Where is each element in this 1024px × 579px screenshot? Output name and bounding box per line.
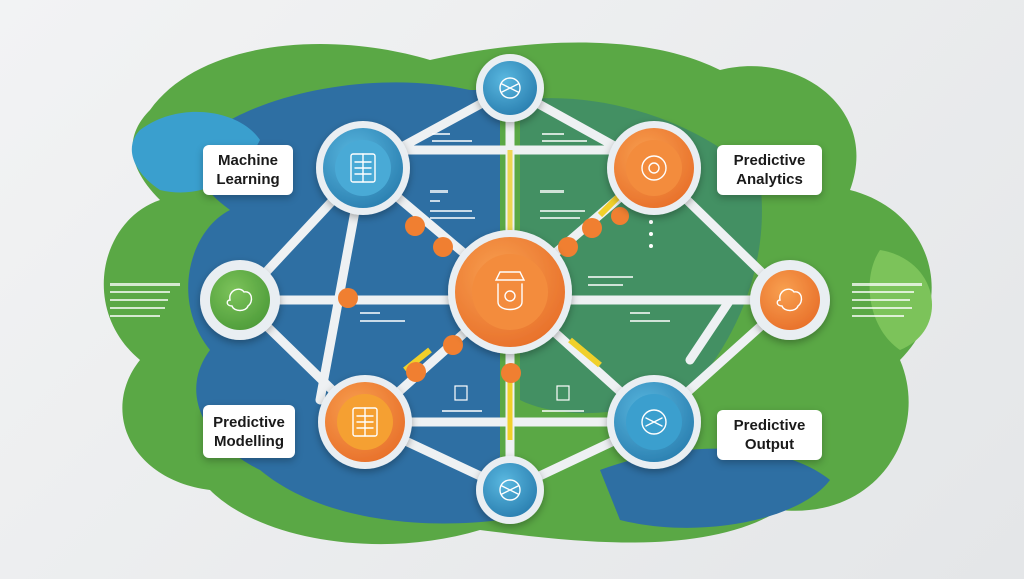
brain-icon bbox=[226, 288, 253, 312]
chart-icon bbox=[556, 385, 570, 401]
node-predictive-analytics bbox=[607, 121, 701, 215]
brain-gear-icon bbox=[641, 155, 667, 181]
neural-network-icon bbox=[499, 479, 521, 501]
label-predictive-analytics: Predictive Analytics bbox=[717, 145, 822, 195]
label-predictive-output: Predictive Output bbox=[717, 410, 822, 460]
brain-icon bbox=[776, 288, 803, 312]
neural-network-icon bbox=[499, 77, 521, 99]
connector-dots bbox=[338, 207, 629, 383]
placeholder-text-lines bbox=[110, 133, 922, 412]
chart-icon bbox=[454, 385, 468, 401]
label-predictive-modelling: Predictive Modelling bbox=[203, 405, 295, 458]
node-center bbox=[448, 230, 572, 354]
brain-network-icon bbox=[641, 409, 667, 435]
circuit-chip-icon bbox=[350, 153, 376, 183]
nodes bbox=[200, 54, 830, 524]
label-machine-learning: Machine Learning bbox=[203, 145, 293, 195]
node-left bbox=[200, 260, 280, 340]
robot-head-icon bbox=[494, 271, 526, 311]
teal-region bbox=[520, 98, 762, 414]
circuit-chip-icon bbox=[352, 407, 378, 437]
node-machine-learning bbox=[316, 121, 410, 215]
node-right bbox=[750, 260, 830, 340]
